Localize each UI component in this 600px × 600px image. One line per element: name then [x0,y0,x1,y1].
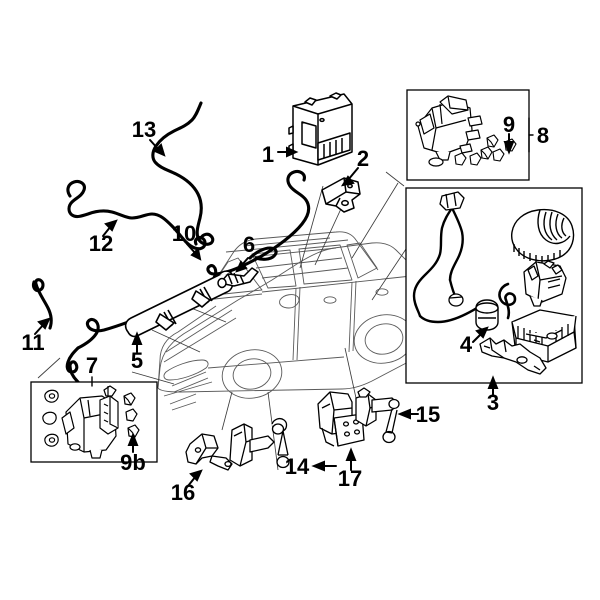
part-17-bracket [317,391,365,447]
part-4-canister [475,299,499,331]
callout-label-1: 1 [262,142,274,167]
part-1-control-module [288,92,353,166]
callout-label-15: 15 [416,402,440,427]
air-line-10-hook [248,246,278,261]
callout-label-17: 17 [338,466,362,491]
part-6-connector [217,267,259,289]
callout-label-6: 6 [243,232,255,257]
part-3-cover [511,208,575,263]
callout-label-5: 5 [131,348,143,373]
callout-label-13: 13 [132,117,156,142]
callout-label-16: 16 [171,480,195,505]
air-lines-group [31,101,311,384]
callout-label-14: 14 [285,454,310,479]
part-8-modulator [415,95,517,167]
callout-label-12: 12 [89,231,113,256]
air-line-7-tail [65,346,80,384]
callout-label-8: 8 [537,123,549,148]
part-3-compressor [523,260,567,307]
part-3-harness-connector [439,191,465,307]
part-15-height-sensor [355,387,400,444]
part-3-harness [412,206,484,324]
callout-labels: 1 2 3 4 5 6 7 8 9 9b 10 11 12 13 14 15 1… [21,112,549,505]
callout-label-10: 10 [172,221,196,246]
callout-label-2: 2 [357,146,369,171]
air-line-10 [76,169,311,350]
callout-label-9b: 9b [120,450,146,475]
callout-label-9: 9 [503,112,515,137]
part-3-tray [511,309,577,363]
vehicle-outline [157,231,431,411]
callout-label-3: 3 [487,390,499,415]
callout-label-4: 4 [460,332,473,357]
part-5-accumulator [124,270,234,338]
callout-label-7: 7 [86,353,98,378]
callout-label-11: 11 [21,330,44,355]
part-16-bracket [185,433,233,471]
part-3-bracket [479,337,547,375]
part-3-small-hose [498,282,517,320]
part-14-height-sensor [229,417,290,469]
air-line-11 [31,278,53,330]
air-line-13 [151,101,215,246]
callout-arrows [34,117,534,487]
air-line-12 [66,179,207,251]
